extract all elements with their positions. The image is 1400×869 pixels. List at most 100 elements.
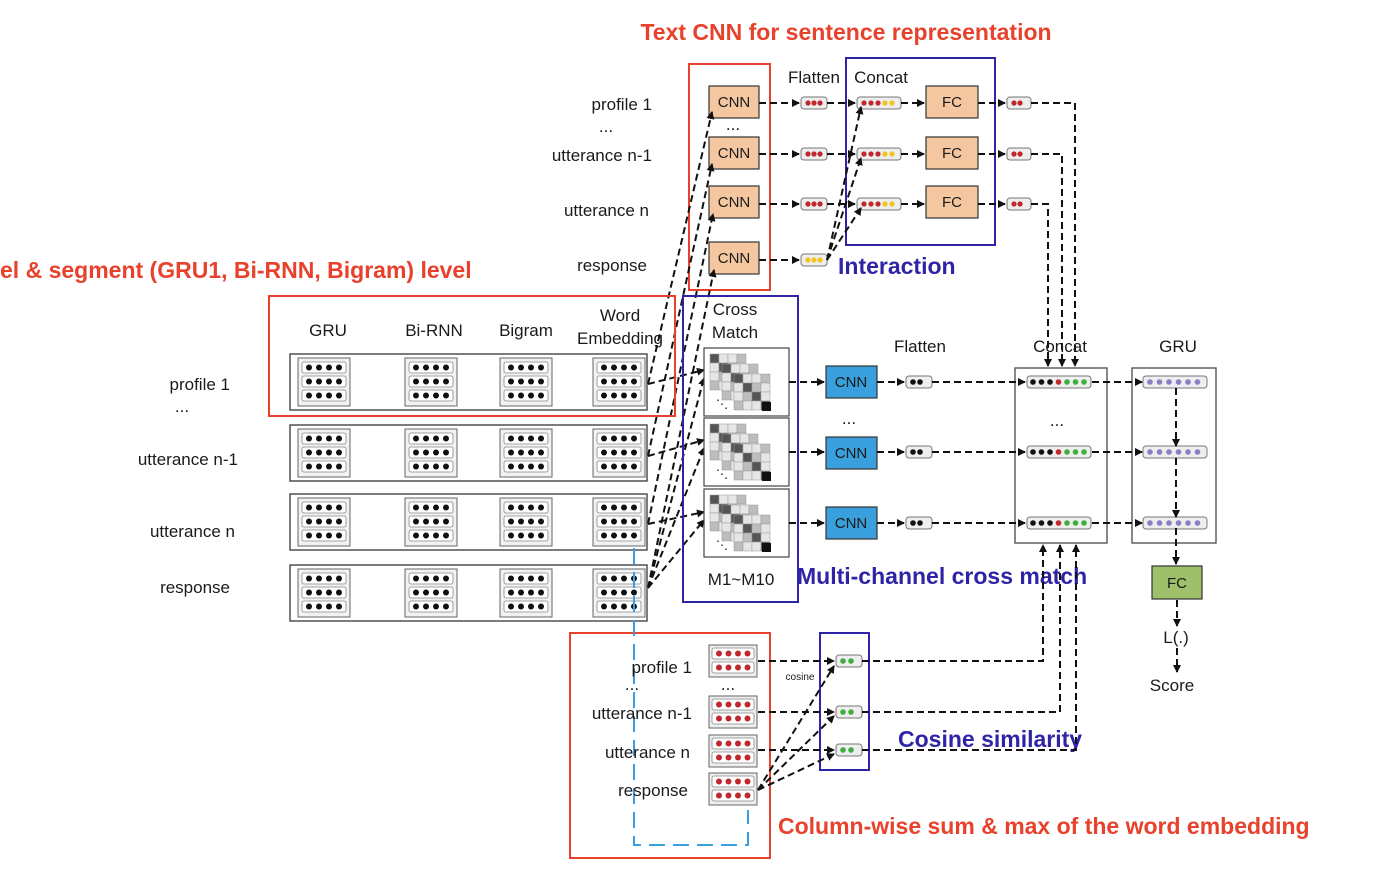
matrix-dot (538, 575, 544, 582)
cross-label-1: Cross (713, 300, 757, 319)
vector-dot (1147, 449, 1153, 455)
matrix-dot (601, 504, 607, 511)
mid-cnn-box-2 (825, 436, 878, 470)
cosine-vector-2 (835, 705, 863, 719)
matrix-dot (423, 463, 429, 470)
mid-cnn-box-3 (825, 506, 878, 540)
matrix-dot (538, 435, 544, 442)
top-cnn-dots: ... (726, 115, 740, 134)
cross-cell (727, 494, 738, 505)
bottom-row-label-utt-n: utterance n (605, 743, 690, 762)
cross-cell (760, 514, 771, 525)
gru-vector-3 (1142, 516, 1208, 530)
matrix-row-pill (301, 361, 347, 374)
matrix-row-pill (596, 529, 642, 542)
matrix-dot (621, 589, 627, 596)
matrix-row-pill (301, 375, 347, 388)
interaction-box (845, 57, 996, 246)
mid-cnn-box-1 (825, 365, 878, 399)
cross-cell (742, 461, 753, 472)
vector-dot (1030, 520, 1036, 526)
matrix-dot (433, 589, 439, 596)
matrix-row-pill (408, 375, 454, 388)
column-sum-max-matrix-1 (708, 644, 758, 678)
matrix-dot (423, 435, 429, 442)
concat-vector-3 (1026, 516, 1092, 530)
matrix-dot (316, 463, 322, 470)
matrix-row-pill (596, 515, 642, 528)
matrix-dot (306, 504, 312, 511)
cross-cell (733, 443, 744, 454)
vector-dot (840, 747, 846, 753)
cross-cell (721, 504, 732, 515)
vector-dot (910, 449, 916, 455)
column-sum-max-matrix-4 (708, 772, 758, 806)
matrix-dot (316, 449, 322, 456)
cross-match-matrix-2: ⋱ (703, 417, 790, 487)
matrix-dot (508, 449, 514, 456)
embedding-matrix-3-2 (404, 497, 458, 547)
column-dot (744, 701, 751, 708)
matrix-dot (611, 463, 617, 470)
matrix-dot (528, 392, 534, 399)
matrix-row-pill (408, 515, 454, 528)
cross-cell (718, 494, 729, 505)
matrix-row-pill (596, 446, 642, 459)
matrix-dot (413, 463, 419, 470)
top-fc-box-3 (925, 185, 979, 219)
matrix-dot (306, 603, 312, 610)
cross-cell (709, 450, 720, 461)
cross-cell (751, 443, 762, 454)
vector-dot (1081, 379, 1087, 385)
column-dot (735, 715, 741, 722)
vector-dot (910, 379, 916, 385)
score-label: Score (1150, 676, 1194, 695)
vector-dot (1072, 449, 1079, 455)
column-dot (744, 650, 751, 657)
matrix-row-pill (503, 446, 549, 459)
vector-dot (1166, 520, 1172, 526)
top-cnn-box-2 (708, 136, 760, 170)
cross-cell (709, 503, 720, 514)
matrix-dot (433, 364, 439, 371)
vector-dot (1175, 379, 1182, 385)
column-dot (716, 715, 722, 722)
matrix-row-pill (596, 460, 642, 473)
matrix-dot (611, 378, 617, 385)
cosine-vector-1 (835, 654, 863, 668)
cross-match-box (682, 295, 799, 603)
cross-cell (733, 470, 744, 481)
matrix-dot (518, 518, 524, 525)
vector-dot (1064, 520, 1070, 526)
vector-dot (1175, 520, 1182, 526)
matrix-dot (538, 463, 544, 470)
matrix-dot (443, 449, 449, 456)
matrix-dot (413, 575, 419, 582)
matrix-dot (413, 589, 419, 596)
cross-diag-dots: ⋱ (716, 538, 728, 552)
mid-concat-label: Concat (1033, 337, 1087, 356)
matrix-dot (336, 603, 342, 610)
mid-cnn-dots: ... (842, 409, 856, 428)
cross-cell (739, 433, 750, 444)
vector-dot (1166, 379, 1172, 385)
matrix-dot (538, 449, 544, 456)
matrix-row-pill (503, 572, 549, 585)
vector-dot (1038, 449, 1045, 455)
mid-vectors (905, 375, 1208, 530)
matrix-dot (326, 392, 332, 399)
matrix-dot (518, 603, 524, 610)
matrix-dot (336, 463, 342, 470)
matrix-row-pill (596, 586, 642, 599)
column-dot (725, 715, 732, 722)
matrix-dot (326, 463, 332, 470)
matrix-dot (601, 518, 607, 525)
cosine-small-label: cosine (786, 672, 815, 683)
matrix-dot (601, 589, 607, 596)
column-dot (735, 650, 741, 657)
bottom-vectors (708, 644, 863, 806)
vector-dot (1047, 449, 1053, 455)
matrix-dot (316, 518, 322, 525)
column-row-pill (711, 775, 755, 788)
